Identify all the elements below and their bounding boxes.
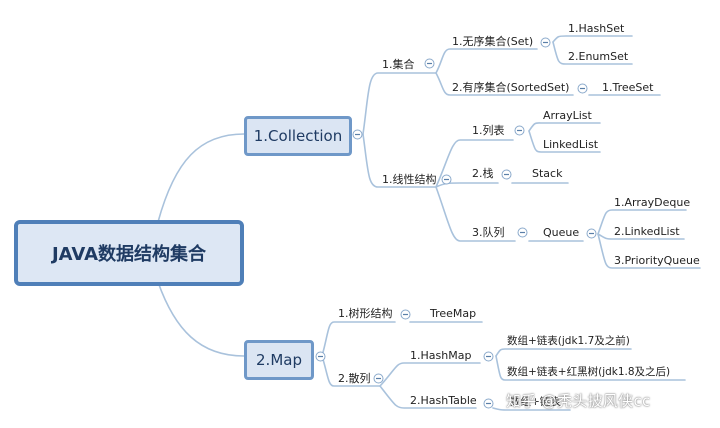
collection-node[interactable]: 1.Collection [244, 116, 352, 156]
tree-structure-node[interactable]: 1.树形结构 [338, 307, 393, 320]
linkedlist-node[interactable]: LinkedList [543, 138, 599, 151]
collapse-icon[interactable] [516, 226, 528, 238]
treeset-node[interactable]: 1.TreeSet [602, 81, 654, 94]
map-label: 2.Map [256, 351, 302, 369]
hashmap-jdk18-node[interactable]: 数组+链表+红黑树(jdk1.8及之后) [507, 366, 671, 378]
stack-node[interactable]: 2.栈 [472, 167, 494, 180]
collapse-icon[interactable] [500, 168, 512, 180]
hashmap-jdk17-node[interactable]: 数组+链表(jdk1.7及之前) [507, 335, 630, 347]
treemap-node[interactable]: TreeMap [430, 307, 477, 320]
collapse-icon[interactable] [513, 124, 525, 136]
root-node[interactable]: JAVA数据结构集合 [14, 220, 244, 286]
collapse-icon[interactable] [539, 36, 551, 48]
linkedlist-queue-node[interactable]: 2.LinkedList [614, 225, 680, 238]
collapse-icon[interactable] [440, 173, 452, 185]
map-node[interactable]: 2.Map [244, 340, 314, 380]
hash-node[interactable]: 2.散列 [338, 372, 371, 385]
collapse-icon[interactable] [423, 57, 435, 69]
set-node[interactable]: 1.集合 [382, 58, 415, 71]
priorityqueue-node[interactable]: 3.PriorityQueue [614, 254, 700, 267]
enumset-node[interactable]: 2.EnumSet [568, 50, 629, 63]
hashtable-array-list-node[interactable]: 数组+链表 [510, 396, 561, 408]
watermark: 知乎 @秃头披风侠cc [506, 392, 651, 410]
collapse-icon[interactable] [314, 350, 326, 362]
hashmap-node[interactable]: 1.HashMap [410, 349, 472, 362]
queue-node[interactable]: 3.队列 [472, 226, 505, 239]
collapse-icon[interactable] [585, 227, 597, 239]
collapse-icon[interactable] [576, 82, 588, 94]
collapse-icon[interactable] [351, 128, 363, 140]
unordered-set-node[interactable]: 1.无序集合(Set) [452, 35, 534, 48]
collapse-icon[interactable] [482, 397, 494, 409]
collection-label: 1.Collection [253, 127, 343, 145]
collapse-icon[interactable] [372, 372, 384, 384]
arraylist-node[interactable]: ArrayList [543, 109, 592, 122]
collapse-icon[interactable] [399, 308, 411, 320]
collapse-icon[interactable] [482, 350, 494, 362]
linear-node[interactable]: 1.线性结构 [382, 173, 437, 186]
hashset-node[interactable]: 1.HashSet [568, 22, 625, 35]
stack-class-node[interactable]: Stack [532, 167, 563, 180]
root-label: JAVA数据结构集合 [51, 244, 207, 265]
list-node[interactable]: 1.列表 [472, 124, 505, 137]
queue-class-node[interactable]: Queue [543, 226, 580, 239]
ordered-set-node[interactable]: 2.有序集合(SortedSet) [452, 81, 570, 94]
arraydeque-node[interactable]: 1.ArrayDeque [614, 196, 691, 209]
hashtable-node[interactable]: 2.HashTable [410, 394, 477, 407]
